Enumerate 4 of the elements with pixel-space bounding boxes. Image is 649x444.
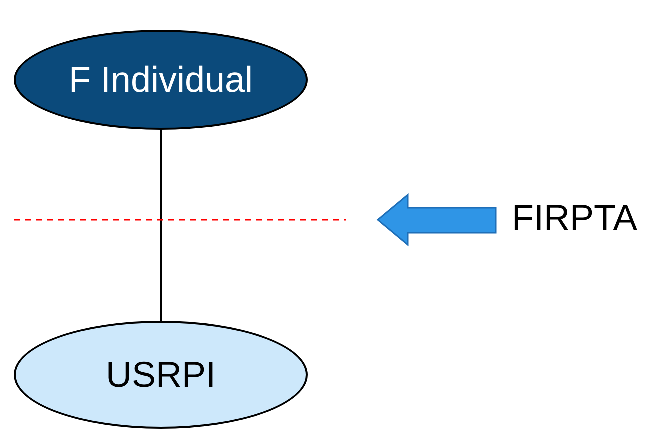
- annotation-label: FIRPTA: [512, 200, 638, 236]
- connector-line: [160, 130, 162, 321]
- node-label: USRPI: [106, 357, 216, 393]
- node-label: F Individual: [68, 62, 254, 98]
